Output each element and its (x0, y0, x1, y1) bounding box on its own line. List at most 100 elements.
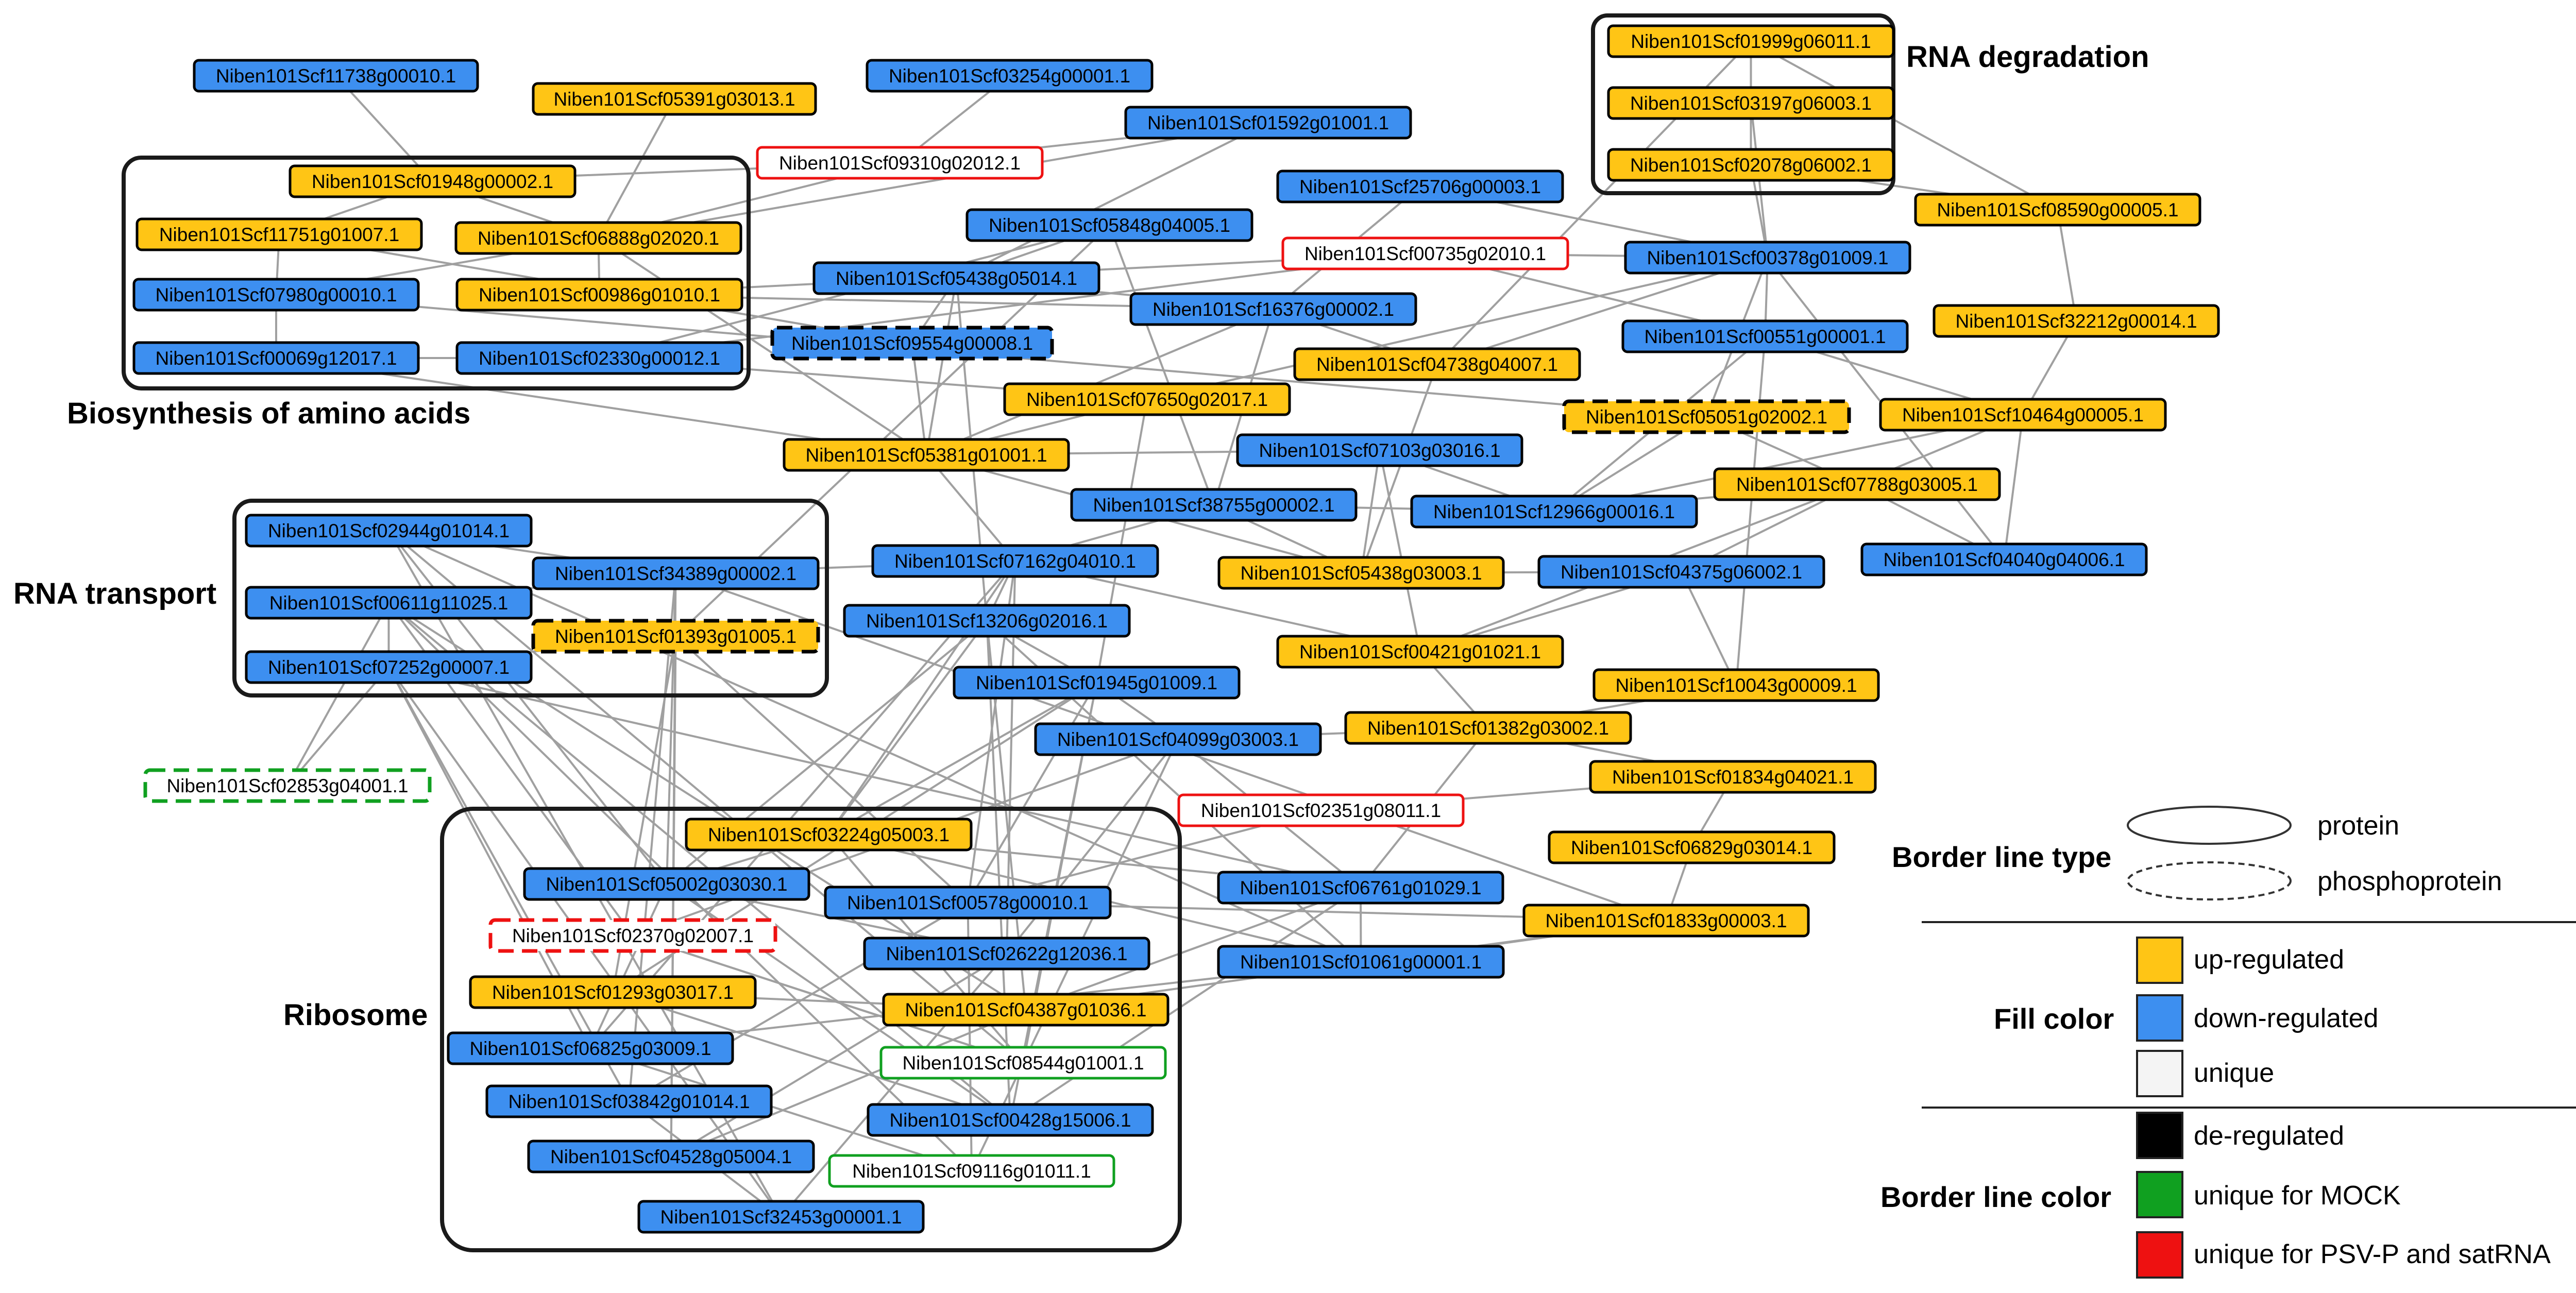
protein-node-label: Niben101Scf16376g00002.1 (1153, 299, 1394, 320)
legend-title-fill-color: Fill color (1994, 1002, 2114, 1035)
protein-node: Niben101Scf04040g04006.1 (1860, 542, 2148, 576)
network-edge (1436, 257, 1768, 365)
protein-node-box (1344, 711, 1632, 745)
protein-node: Niben101Scf07788g03005.1 (1713, 467, 2001, 501)
protein-node: Niben101Scf02078g06002.1 (1607, 148, 1895, 182)
protein-node-label: Niben101Scf07252g00007.1 (268, 657, 510, 678)
protein-node-label: Niben101Scf38755g00002.1 (1093, 495, 1334, 516)
network-edge (286, 666, 390, 787)
cluster-box-amino-acids (122, 156, 751, 390)
legend-label-down: down-regulated (2194, 1003, 2378, 1033)
protein-node-box (965, 208, 1253, 242)
protein-node-box (1281, 236, 1569, 270)
protein-node-box (783, 438, 1070, 472)
protein-node-label: Niben101Scf00735g02010.1 (1304, 243, 1546, 264)
protein-node: Niben101Scf07162g04010.1 (871, 544, 1159, 578)
network-edge (1750, 40, 2058, 211)
protein-node: Niben101Scf00735g02010.1 (1281, 236, 1569, 270)
protein-node-box (1410, 495, 1698, 529)
protein-node-box (1177, 793, 1465, 827)
legend-label-phosphoprotein: phosphoprotein (2317, 866, 2502, 896)
protein-node-box (824, 886, 1112, 920)
legend-title-border-color: Border line color (1880, 1181, 2111, 1213)
protein-node-box (1607, 86, 1895, 120)
protein-node-box (637, 1200, 925, 1234)
network-edge (2003, 414, 2024, 560)
protein-node-label: Niben101Scf10464g00005.1 (1902, 404, 2144, 426)
protein-node-label: Niben101Scf06829g03014.1 (1571, 837, 1812, 858)
network-edge (1025, 887, 1361, 1011)
legend-swatch-up (2136, 937, 2183, 984)
protein-node-label: Niben101Scf02370g02007.1 (512, 925, 754, 946)
protein-node-label: Niben101Scf02330g00012.1 (479, 348, 720, 369)
protein-node: Niben101Scf01948g00002.1 (289, 164, 577, 198)
protein-node-box (1914, 193, 2201, 227)
protein-node-box (1592, 668, 1880, 702)
legend-swatch-psv (2136, 1231, 2183, 1279)
legend-swatch-mock (2136, 1171, 2183, 1218)
protein-node-label: Niben101Scf12966g00016.1 (1433, 501, 1675, 522)
network-edge (335, 75, 433, 182)
network-edge (612, 991, 1011, 1121)
protein-node-box (685, 818, 973, 852)
protein-node-label: Niben101Scf10043g00009.1 (1615, 675, 1857, 696)
protein-node: Niben101Scf04528g05004.1 (527, 1139, 815, 1173)
protein-node-box (488, 918, 777, 953)
protein-node-label: Niben101Scf32453g00001.1 (660, 1206, 902, 1228)
protein-node-label: Niben101Scf01945g01009.1 (976, 672, 1217, 693)
protein-node-box (1607, 24, 1895, 58)
protein-node-box (882, 993, 1170, 1027)
protein-node-label: Niben101Scf11738g00010.1 (216, 65, 456, 87)
protein-node: Niben101Scf02944g01014.1 (245, 514, 533, 548)
protein-node-label: Niben101Scf32212g00014.1 (1955, 311, 2197, 332)
protein-node: Niben101Scf00421g01021.1 (1276, 635, 1564, 669)
protein-node-label: Niben101Scf13206g02016.1 (866, 610, 1108, 632)
protein-node-box (843, 604, 1131, 638)
protein-node-box (1933, 304, 2220, 338)
protein-node: Niben101Scf01999g06011.1 (1607, 24, 1895, 58)
protein-node-label: Niben101Scf00378g01009.1 (1647, 247, 1888, 268)
protein-node-box (828, 1154, 1115, 1188)
protein-node: Niben101Scf01833g00003.1 (1522, 904, 1810, 938)
protein-node: Niben101Scf04387g01036.1 (882, 993, 1170, 1027)
legend-label-mock: unique for MOCK (2194, 1181, 2401, 1211)
protein-node: Niben101Scf10043g00009.1 (1592, 668, 1880, 702)
protein-node-box (867, 1103, 1154, 1137)
cluster-label-rna-degradation: RNA degradation (1906, 40, 2149, 74)
protein-node: Niben101Scf09554g00008.1 (770, 326, 1054, 361)
protein-node-box (132, 278, 420, 312)
legend-swatch-dereg (2136, 1112, 2183, 1159)
protein-node: Niben101Scf25706g00003.1 (1276, 169, 1564, 203)
protein-node: Niben101Scf01592g01001.1 (1124, 106, 1412, 140)
protein-node-box (455, 341, 743, 375)
network-edge (388, 602, 1011, 1121)
cluster-label-amino-acids: Biosynthesis of amino acids (67, 397, 470, 430)
protein-node-box (485, 1084, 773, 1118)
protein-node-box (245, 514, 533, 548)
protein-node: Niben101Scf08544g01001.1 (879, 1046, 1167, 1080)
protein-node-box (1589, 760, 1877, 794)
protein-node: Niben101Scf01382g03002.1 (1344, 711, 1632, 745)
protein-node-box (1293, 347, 1581, 381)
protein-node-box (527, 1139, 815, 1173)
legend-label-protein: protein (2317, 811, 2399, 841)
protein-node-box (1276, 169, 1564, 203)
protein-node: Niben101Scf06825g03009.1 (447, 1031, 734, 1065)
protein-node-label: Niben101Scf06888g02020.1 (478, 228, 719, 249)
protein-node: Niben101Scf00069g12017.1 (132, 341, 420, 375)
protein-node-box (953, 666, 1241, 700)
protein-node: Niben101Scf04738g04007.1 (1293, 347, 1581, 381)
protein-node-box (289, 164, 577, 198)
protein-node-box (245, 586, 533, 620)
network-edge (387, 667, 630, 1102)
network-edge (388, 530, 1362, 963)
protein-node: Niben101Scf05051g02002.1 (1562, 399, 1851, 434)
protein-node-box (532, 556, 820, 590)
network-edge (1379, 450, 1421, 652)
protein-node: Niben101Scf01393g01005.1 (531, 619, 820, 654)
network-edge (589, 883, 668, 1049)
protein-node: Niben101Scf32212g00014.1 (1933, 304, 2220, 338)
network-edge (632, 934, 1024, 1064)
